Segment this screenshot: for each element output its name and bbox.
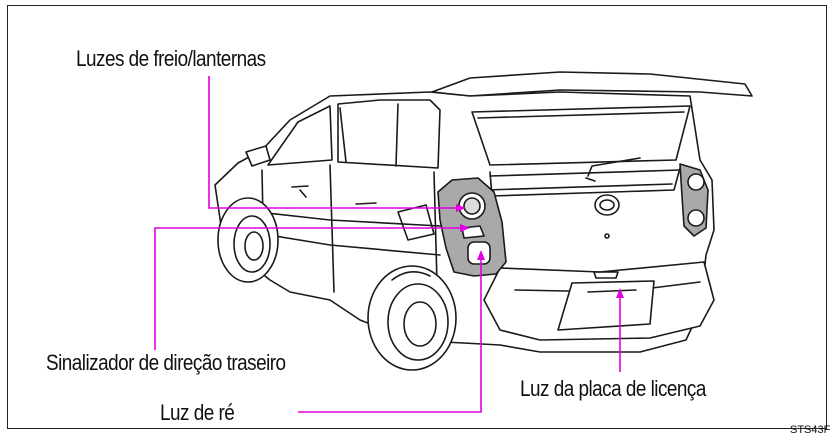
figure-code: STS43F: [790, 424, 831, 436]
label-rear-turn-signal: Sinalizador de direção traseiro: [46, 350, 286, 375]
label-reverse-light: Luz de ré: [160, 400, 235, 425]
leader-lines: [154, 76, 621, 413]
label-license-plate-light: Luz da placa de licença: [520, 376, 706, 401]
label-brake-tail-lights: Luzes de freio/lanternas: [76, 46, 266, 71]
